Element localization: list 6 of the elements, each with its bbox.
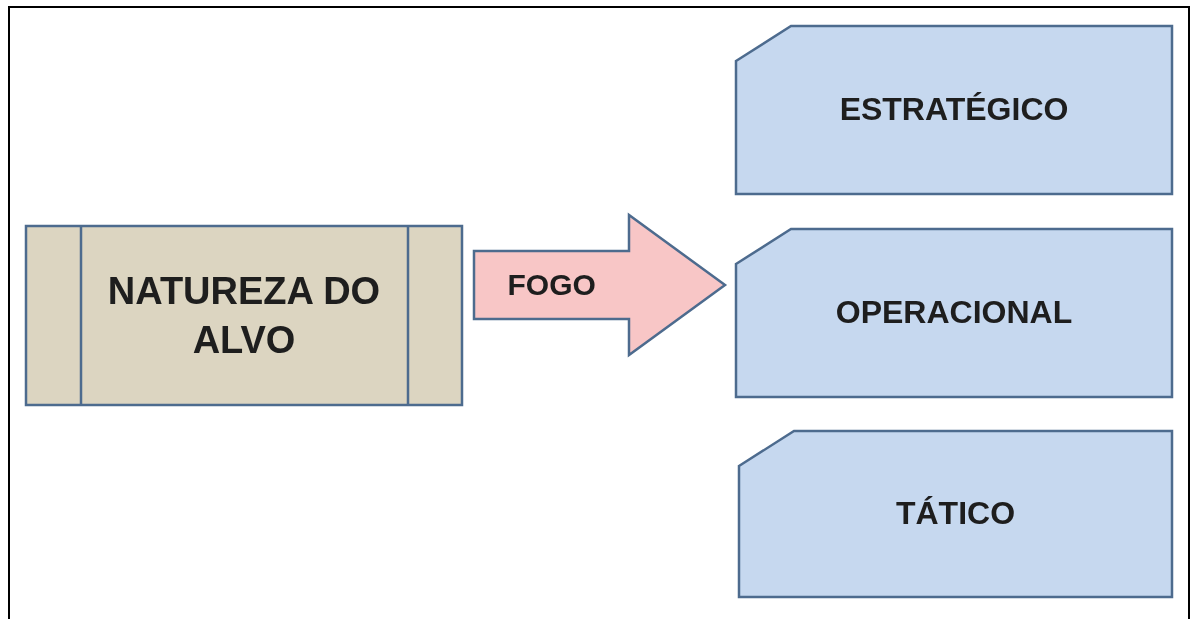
node-label: TÁTICO [894, 494, 1017, 534]
edge-label: FOGO [507, 268, 596, 302]
node-label: NATUREZA DO ALVO [106, 268, 382, 363]
block-arrow [472, 212, 728, 358]
node-label: ESTRATÉGICO [838, 90, 1070, 130]
node-label: OPERACIONAL [834, 293, 1074, 333]
